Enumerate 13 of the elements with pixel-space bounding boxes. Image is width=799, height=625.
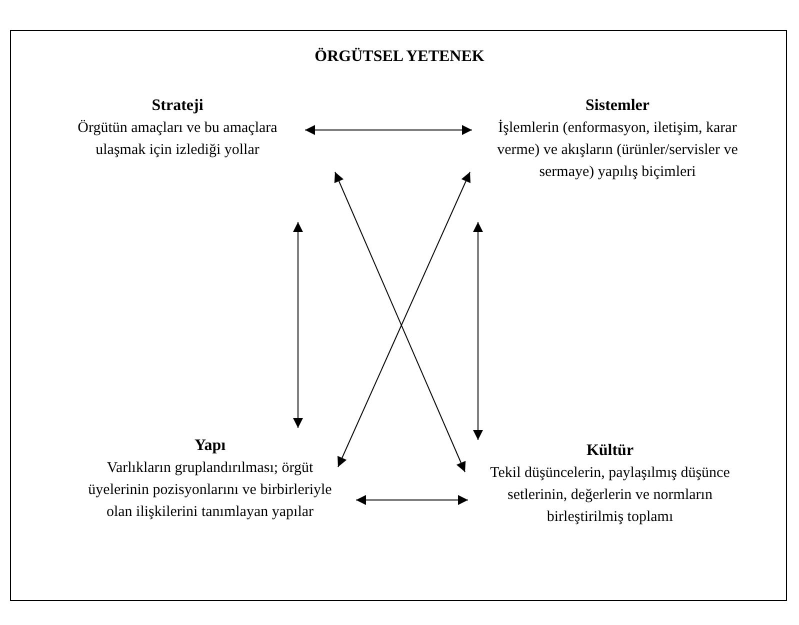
node-description: Varlıkların gruplandırılması; örgüt üyelerinin pozisyonlarını ve birbirleriyle olan ilişkilerini tanımlayan yapılar: [87, 459, 333, 522]
node-heading: Sistemler: [584, 96, 650, 116]
node-description: Örgütün amaçları ve bu amaçlara ulaşmak için izlediği yollar: [76, 119, 278, 160]
double-arrow: [473, 222, 483, 440]
node-description: İşlemlerin (enformasyon, iletişim, karar verme) ve akışların (ürünler/servisler ve sermaye) yapılış biçimleri: [496, 118, 739, 182]
node-heading: Strateji: [150, 96, 204, 116]
diagram-title: ÖRGÜTSEL YETENEK: [314, 48, 486, 66]
double-arrow: [356, 495, 468, 505]
node-heading: Yapı: [193, 436, 227, 456]
node-description: Tekil düşüncelerin, paylaşılmış düşünce setlerinin, değerlerin ve normların birleştirilmiş toplamı: [490, 464, 730, 527]
double-arrow: [304, 125, 472, 135]
double-arrow: [293, 222, 303, 428]
node-heading: Kültür: [585, 441, 635, 461]
